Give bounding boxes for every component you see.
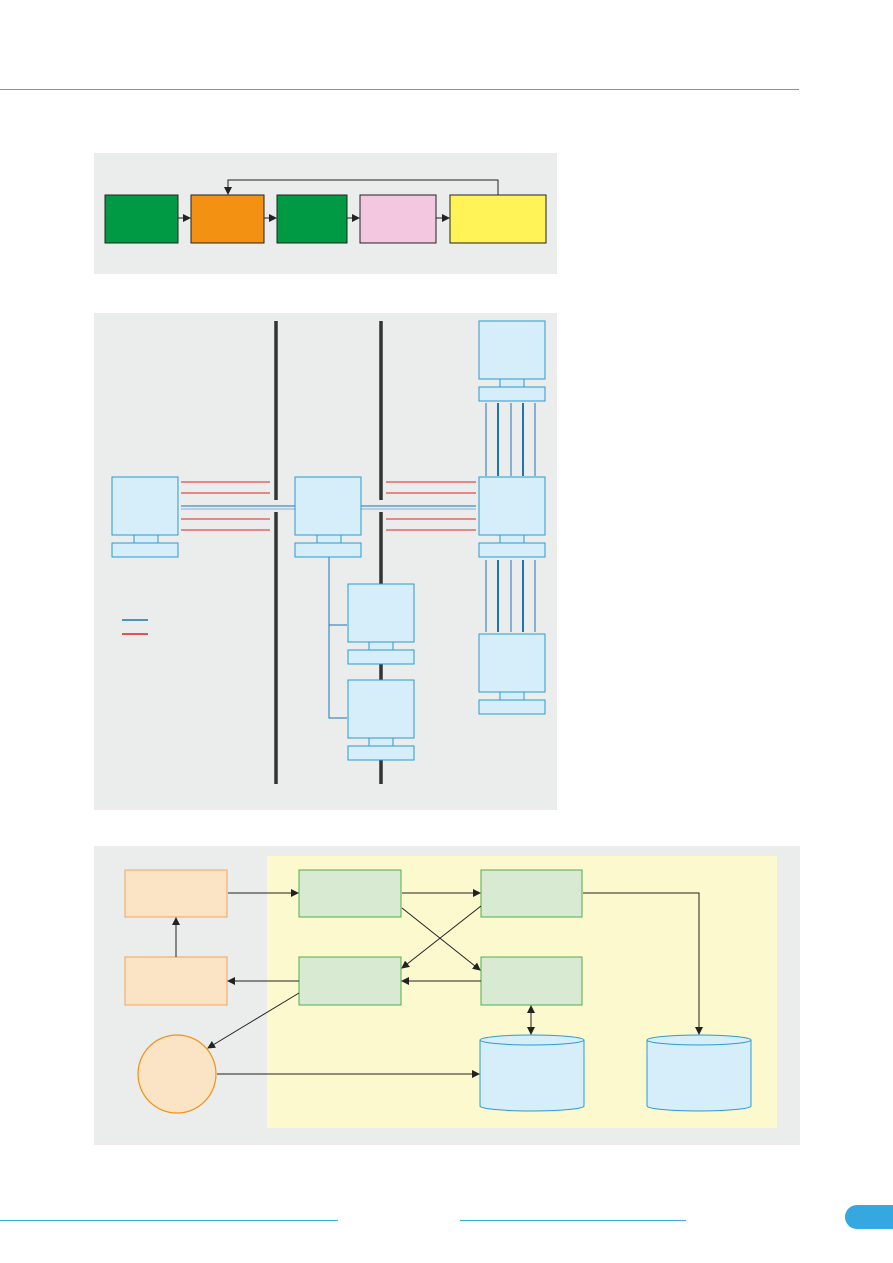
arrow-cross-1	[401, 907, 481, 971]
green-box-bottom-left	[298, 956, 402, 1006]
blue-branch-link	[328, 508, 347, 719]
footer-rule-right	[460, 1220, 686, 1221]
orange-box-bottom	[124, 956, 228, 1006]
database-icon	[479, 1034, 585, 1112]
figure1-flow	[104, 179, 547, 244]
monitor-right-bottom	[478, 633, 546, 715]
red-links	[181, 481, 476, 531]
orange-box-top	[124, 869, 228, 918]
figure3-dataflow	[124, 869, 752, 1114]
flow-box-2	[190, 194, 265, 244]
monitor-left	[111, 476, 179, 558]
database-icon	[646, 1034, 752, 1112]
green-box-top-left	[298, 869, 402, 918]
monitor-right-middle	[478, 476, 546, 558]
monitor-middle	[294, 476, 362, 558]
blue-vertical-links-upper	[485, 403, 536, 476]
monitor-lower-1	[347, 583, 415, 665]
monitor-right-top	[478, 320, 546, 402]
external-entity-circle	[137, 1034, 217, 1114]
blue-vertical-links-lower	[485, 560, 536, 632]
flow-box-4	[359, 194, 437, 244]
flow-box-1	[104, 194, 179, 244]
green-box-top-right	[480, 869, 583, 918]
flow-feedback-arrow	[224, 179, 499, 195]
arrow-green-bl-to-circle	[207, 992, 300, 1049]
header-rule	[0, 89, 799, 90]
green-box-bottom-right	[480, 956, 583, 1006]
monitor-lower-2	[347, 679, 415, 761]
flow-box-3	[276, 194, 348, 244]
figure2-network	[111, 320, 546, 784]
flow-box-5	[449, 194, 547, 244]
arrow-cross-2	[401, 905, 482, 969]
page-number-badge	[845, 1205, 893, 1229]
arrow-green-tr-to-db	[583, 892, 703, 1035]
footer-rule-left	[0, 1220, 338, 1221]
